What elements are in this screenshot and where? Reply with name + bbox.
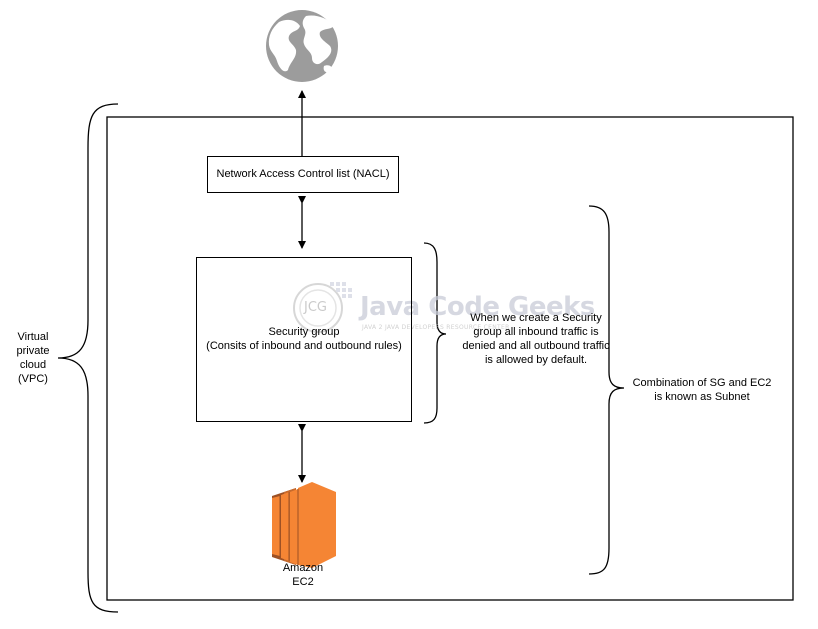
ec2-label: Amazon EC2 bbox=[282, 562, 324, 588]
nacl-label: Network Access Control list (NACL) bbox=[216, 168, 390, 180]
sg-brace bbox=[423, 242, 447, 424]
vpc-label: Virtual private cloud (VPC) bbox=[16, 331, 50, 385]
vpc-brace bbox=[57, 103, 119, 613]
watermark-logo bbox=[293, 282, 352, 333]
security-group-box: Security group (Consits of inbound and o… bbox=[196, 257, 412, 422]
globe-icon bbox=[266, 10, 338, 82]
vpc-boundary bbox=[106, 116, 794, 601]
nacl-box: Network Access Control list (NACL) bbox=[207, 156, 399, 193]
subnet-brace bbox=[588, 205, 625, 575]
sg-note: When we create a Security group all inbo… bbox=[462, 312, 610, 366]
watermark-logo-text: JCG bbox=[304, 300, 327, 315]
watermark-tagline: JAVA 2 JAVA DEVELOPERS RESOURCE CENTER bbox=[362, 324, 510, 331]
security-group-label: Security group (Consits of inbound and o… bbox=[206, 326, 402, 352]
subnet-note: Combination of SG and EC2 is known as Su… bbox=[632, 377, 772, 403]
ec2-icon bbox=[272, 482, 336, 568]
watermark-brand: Java Code Geeks bbox=[360, 292, 595, 322]
